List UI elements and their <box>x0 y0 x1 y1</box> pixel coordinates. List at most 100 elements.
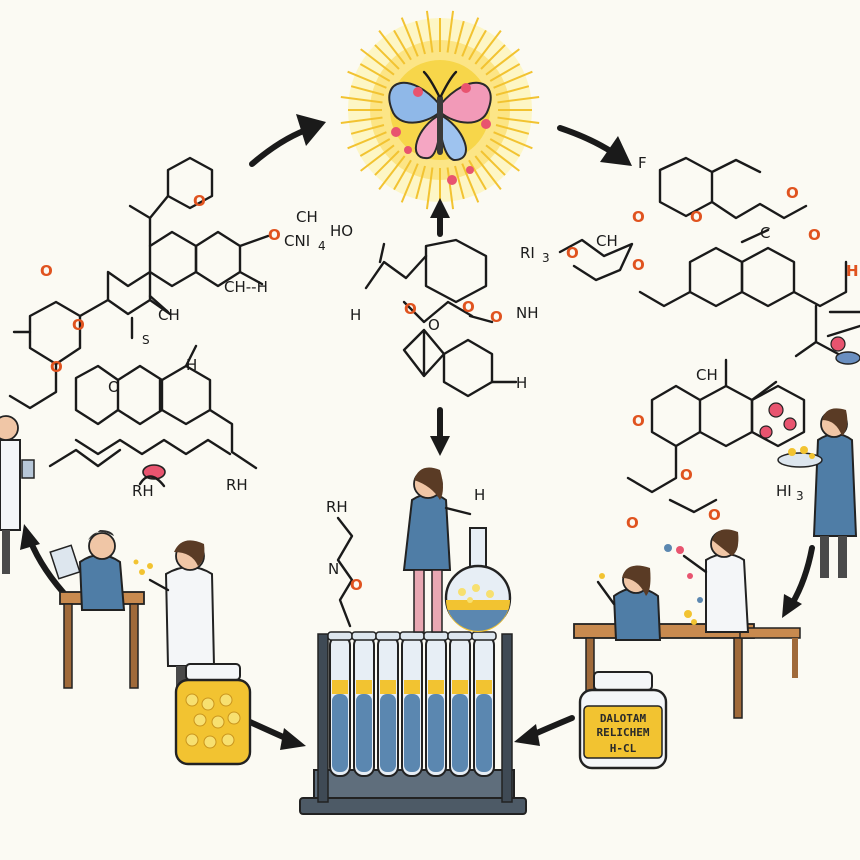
test-tube <box>399 631 425 777</box>
oxygen-label: O <box>626 514 639 532</box>
cn-label: CNI <box>284 232 310 250</box>
test-tube <box>471 631 497 777</box>
oxygen-label: O <box>680 466 693 484</box>
sun-ray <box>461 17 480 57</box>
oxygen-label: O <box>50 358 63 376</box>
molecule-center <box>364 238 518 398</box>
scientist-right-seated <box>573 529 801 719</box>
oxygen-label-plain: O <box>108 378 120 396</box>
sun-ray <box>340 116 383 125</box>
sun-ray <box>360 144 395 172</box>
sun-ray <box>347 70 387 89</box>
test-tube <box>375 631 401 777</box>
oxygen-label: O <box>462 298 475 316</box>
flask-icon <box>444 527 512 632</box>
h-label-2: H <box>516 374 527 392</box>
oxygen-label: O <box>350 576 363 594</box>
rh-label: RH <box>326 498 348 516</box>
h-label: H <box>350 306 361 324</box>
sun-ray <box>425 167 434 210</box>
sun-ray <box>480 150 506 176</box>
arrow-bottom-left <box>247 719 306 750</box>
sun-ray <box>400 163 419 203</box>
oxygen-label: O <box>808 226 821 244</box>
oxygen-label: O <box>490 308 503 326</box>
sun-ray <box>468 159 487 191</box>
sun-ray <box>454 20 465 55</box>
scientist-left-edge <box>0 415 35 574</box>
sun-ray <box>393 29 412 61</box>
subscript-label: 3 <box>542 251 550 265</box>
molecule-center-labels: H O O O O NH H <box>350 298 539 392</box>
sun-ray <box>489 63 521 82</box>
subscript-label: 4 <box>318 239 326 253</box>
sun-ray <box>374 44 400 70</box>
h-label: HO <box>330 222 353 240</box>
sun-ray <box>400 17 419 57</box>
h-label-flask: H <box>474 486 485 504</box>
sun-burst <box>340 10 540 210</box>
n-label: N <box>328 560 339 578</box>
test-tube <box>447 631 473 777</box>
f-label: F <box>638 154 647 172</box>
pill-jar-icon <box>174 663 252 766</box>
jar-label-line-2: RELICHEM <box>597 726 650 739</box>
molecule-center-chain: RH N O H <box>326 486 485 628</box>
sun-ray <box>415 165 426 200</box>
sun-ray <box>497 95 540 104</box>
oxygen-label: O <box>40 262 53 280</box>
sun-ray <box>446 167 455 210</box>
sun-ray <box>359 138 391 157</box>
sun-ray <box>378 155 406 190</box>
ch-label-low: CH <box>696 366 718 384</box>
hi-label: HI <box>776 482 792 500</box>
sun-ray <box>497 116 540 125</box>
scientist-right-standing <box>777 408 858 578</box>
sun-ray <box>446 10 455 53</box>
oxygen-label-plain: O <box>428 316 440 334</box>
jar-label-line-1: DALOTAM <box>600 712 647 725</box>
sun-ray <box>495 85 530 96</box>
ri-label: RI <box>520 244 535 262</box>
molecule-left-top <box>8 156 270 470</box>
oxygen-label: O <box>404 300 417 318</box>
sun-ray <box>350 85 385 96</box>
sun-ray <box>493 70 533 89</box>
molecule-right-labels: RI 3 CH O O F O O C O O H O O CH HI 3 O … <box>520 154 860 532</box>
oxygen-label: O <box>72 316 85 334</box>
sun-ray <box>374 150 400 176</box>
jar-label-line-3: H-CL <box>610 742 637 755</box>
c-label: C <box>760 224 770 242</box>
sun-ray <box>474 155 502 190</box>
ch-label-mid: CH <box>158 306 180 324</box>
h-label-low: H <box>186 356 197 374</box>
ch-label: CH <box>296 208 318 226</box>
sun-ray <box>485 48 520 76</box>
ch-label: CH <box>596 232 618 250</box>
sun-ray <box>493 131 533 150</box>
sun-ray <box>454 165 465 200</box>
label-jar-icon: DALOTAM RELICHEM H-CL <box>578 671 668 770</box>
sun-ray <box>340 95 383 104</box>
sun-ray <box>461 163 480 203</box>
arrow-top-right <box>557 125 632 166</box>
oxygen-label: O <box>690 208 703 226</box>
test-tube <box>351 631 377 777</box>
arrow-top-left <box>249 114 326 167</box>
sun-ray <box>378 30 406 65</box>
test-tube <box>327 631 353 777</box>
molecule-right <box>558 156 848 514</box>
oxygen-label: O <box>566 244 579 262</box>
sun-ray <box>360 48 395 76</box>
sun-ray <box>468 29 487 61</box>
arrow-bottom-right <box>514 715 575 746</box>
test-tube <box>423 631 449 777</box>
nh-label: NH <box>516 304 539 322</box>
sun-ray <box>425 10 434 53</box>
oxygen-label: O <box>268 226 281 244</box>
sun-ray <box>393 159 412 191</box>
sun-ray <box>480 44 506 70</box>
oxygen-label: O <box>786 184 799 202</box>
